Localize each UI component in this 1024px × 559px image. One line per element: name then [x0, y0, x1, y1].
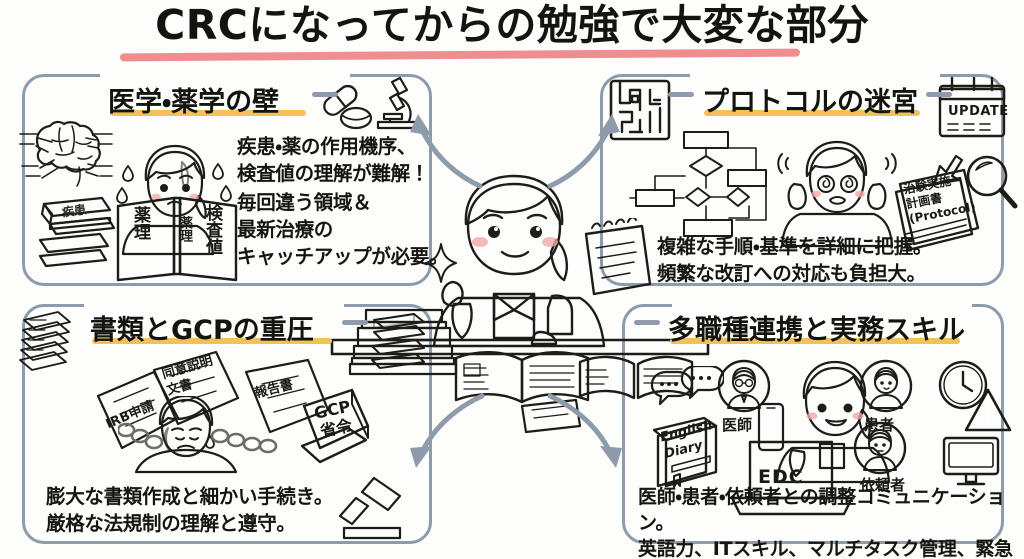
panel-tr-heading-underline	[704, 110, 920, 116]
panel-bl-heading: 書類とGCPの重圧	[90, 315, 314, 346]
protocol-document-icon	[894, 168, 980, 252]
panel-tr-body: 複雑な手順・基準を詳細に把握。 頻繁な改訂への対応も負担大。	[657, 235, 933, 285]
panel-bl-heading-dash-right	[342, 320, 368, 325]
avatar-label-doctor: 医師	[722, 416, 753, 434]
warning-icon	[964, 388, 1012, 432]
gcp-book-label: GCP 省令	[312, 396, 354, 442]
panel-tl-body-2: 毎回違う領域＆ 最新治療の キャッチアップが必要。	[237, 191, 449, 268]
panel-br-heading-underline	[670, 338, 960, 344]
panel-tr-heading-dash-left	[668, 92, 694, 97]
panel-tr-border-gap	[690, 70, 940, 82]
arrow-to-bottom-left	[410, 393, 485, 468]
avatar-label-patient: 患者	[864, 416, 895, 434]
panel-tl-heading-underline	[110, 110, 306, 116]
paper-stack-icon	[19, 311, 71, 371]
gavel-icon	[338, 476, 402, 540]
desk-surface	[330, 338, 710, 356]
page-title: CRCになってからの勉強で大変な部分	[155, 1, 869, 49]
panel-br-heading-dash-left	[634, 320, 660, 325]
panel-bl-heading-underline	[92, 338, 332, 344]
doctor-avatar-icon	[717, 359, 771, 413]
maze-icon	[609, 79, 671, 141]
panel-br-body: 医師・患者・依頼者との調整コミュニケーション。 英語力、ITスキル、マルチタスク…	[638, 486, 1013, 559]
exhausted-crc-illustration	[118, 396, 278, 474]
panel-tl-heading: 医学・薬学の壁	[108, 87, 280, 118]
laptop-icon	[730, 440, 854, 516]
avatar-label-sponsor: 依頼者	[860, 476, 906, 494]
book-stack-icon	[38, 196, 116, 268]
smartphone-icon	[757, 402, 785, 452]
panel-tr-heading: プロトコルの迷宮	[702, 87, 918, 118]
panel-tl-body-1: 疾患・薬の作用機序、 検査値の理解が難解！	[237, 135, 430, 185]
panicked-crc-illustration	[777, 140, 897, 248]
monitor-icon	[942, 436, 1000, 486]
gcp-ordinance-book-icon	[300, 388, 370, 464]
report-document-icon	[244, 358, 330, 434]
clock-icon	[938, 360, 988, 410]
tablet-pill-icon	[339, 106, 373, 130]
arrow-to-top-left	[410, 114, 483, 189]
arrow-to-bottom-right	[547, 393, 622, 468]
magnifier-icon	[966, 155, 1018, 209]
panel-br-border-gap	[672, 300, 972, 312]
crc-studying-illustration	[432, 174, 606, 348]
english-book-icon	[652, 416, 718, 488]
calendar-update-label: UPDATE	[948, 104, 1009, 119]
textbook-spine-label: 薬理	[177, 216, 192, 242]
notepad-icon	[584, 218, 652, 296]
title-container: CRCになってからの勉強で大変な部分	[0, 1, 1024, 53]
brain-icon	[19, 120, 113, 187]
flowchart-icon	[629, 131, 767, 237]
phone-call-crc-illustration	[775, 360, 891, 484]
textbook-label-pharmacology: 薬理	[130, 206, 150, 240]
panel-tl-heading-dash-right	[312, 92, 338, 97]
panel-tl-border-gap	[100, 70, 350, 82]
open-textbook-icon	[116, 196, 238, 282]
panel-bl-body: 膨大な書類作成と細かい手続き。 厳格な法規制の理解と遵守。	[46, 485, 334, 535]
desk-book-stack-icon	[348, 308, 458, 376]
open-book-right-icon	[578, 355, 694, 400]
panel-tr-heading-dash-right	[926, 92, 952, 97]
textbook-label-lab-values: 検査値	[202, 204, 222, 255]
arrow-to-top-right	[547, 114, 620, 189]
sparkle-icon	[425, 243, 457, 283]
panel-bl-border-gap	[84, 300, 344, 312]
open-book-center-icon	[454, 351, 590, 404]
book-label-disease: 疾患	[61, 202, 87, 220]
panel-br-heading: 多職種連携と実務スキル	[668, 315, 965, 346]
